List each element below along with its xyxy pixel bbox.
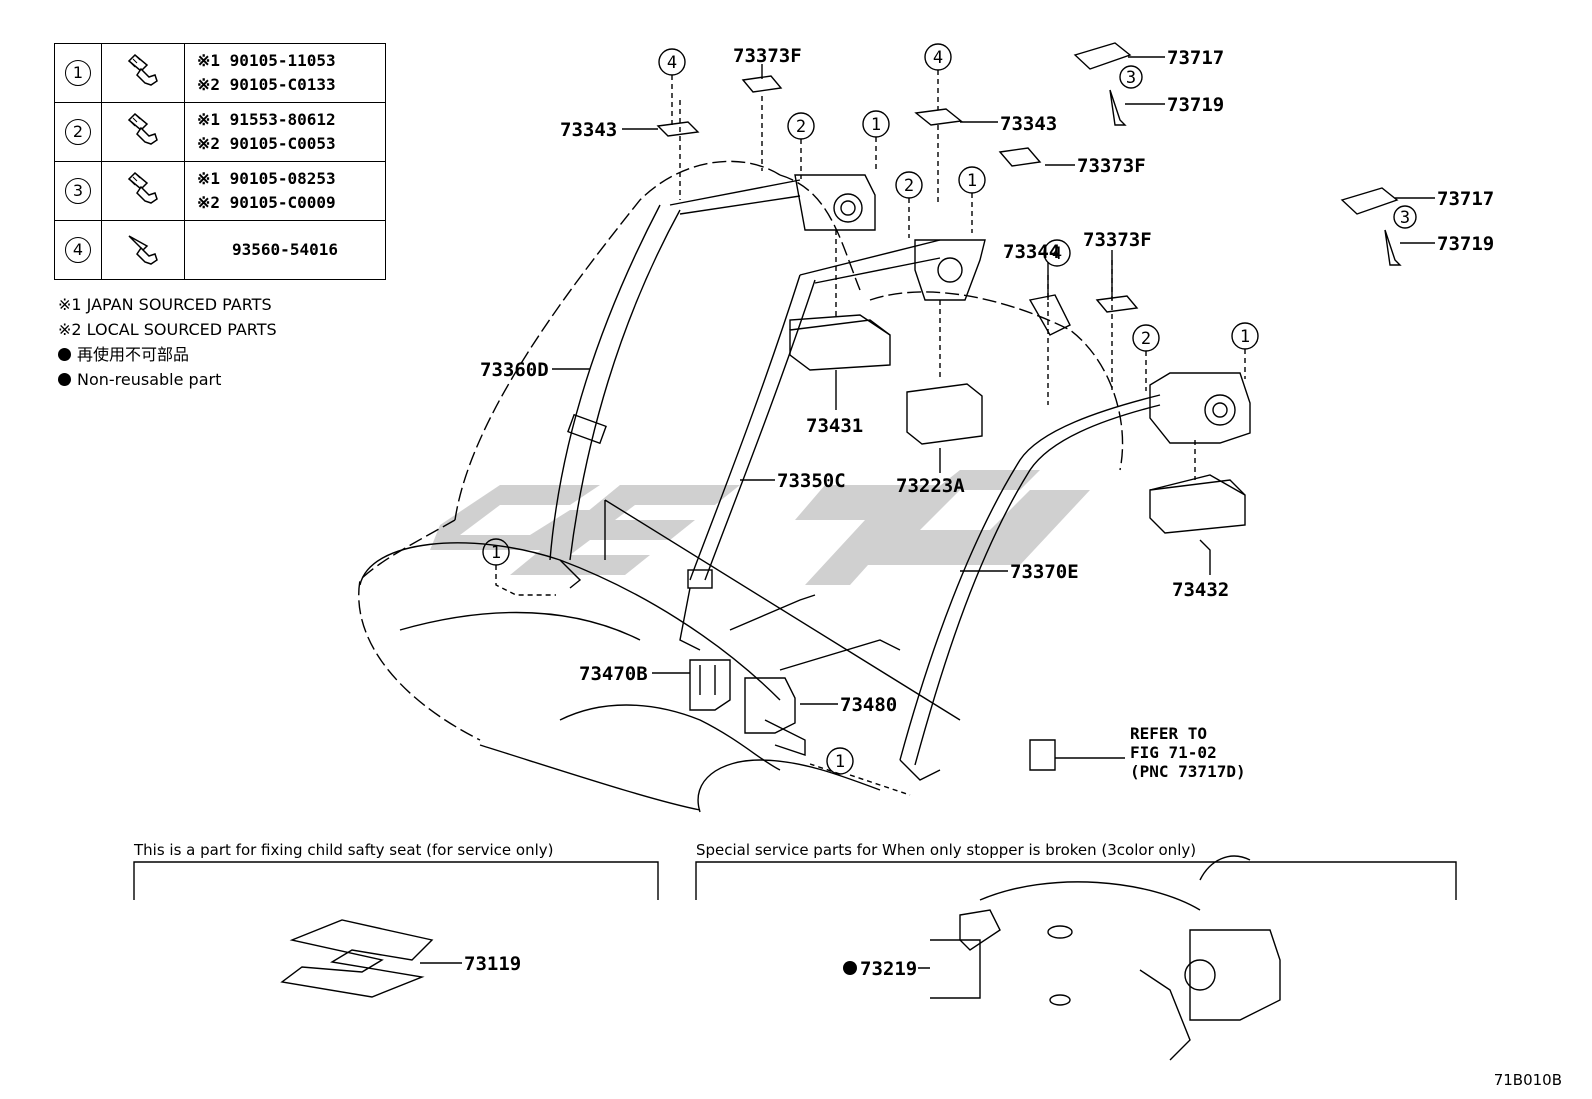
part-number: ※1 91553-80612 <box>197 110 336 129</box>
caption-stopper: Special service parts for When only stop… <box>696 841 1197 859</box>
ref-number: 2 <box>65 119 91 145</box>
svg-text:2: 2 <box>796 117 806 137</box>
svg-text:1: 1 <box>871 115 881 135</box>
label-73719: 73719 <box>1167 94 1224 116</box>
label-73373F: 73373F <box>733 45 802 67</box>
refer-note: REFER TO FIG 71-02 (PNC 73717D) <box>1130 724 1246 781</box>
callout-numbers: 4 4 3 2 1 2 1 4 2 1 3 1 1 <box>491 48 1410 772</box>
retractor-right <box>1149 372 1251 444</box>
label-73343: 73343 <box>560 119 617 141</box>
seat-outline <box>358 160 1124 741</box>
seat-cushion <box>359 499 961 813</box>
svg-text:1: 1 <box>967 171 977 191</box>
note-nonreuse-en: Non-reusable part <box>77 370 222 389</box>
label-73219: 73219 <box>860 958 917 980</box>
fastener-row-4: 4 93560-54016 <box>54 220 386 280</box>
dashed-leaders <box>495 70 1246 796</box>
buckle-73470B <box>689 659 731 711</box>
belt-73350C <box>679 239 941 651</box>
legend-notes: ※1 JAPAN SOURCED PARTS ※2 LOCAL SOURCED … <box>58 292 277 392</box>
part-labels: 73373F 73343 73343 73717 73719 73373F 73… <box>464 45 1494 980</box>
label-73344: 73344 <box>1003 241 1060 263</box>
bullet-icon <box>58 373 71 386</box>
buckle-73480 <box>729 594 901 756</box>
label-73719: 73719 <box>1437 233 1494 255</box>
label-73350C: 73350C <box>777 470 846 492</box>
label-73119: 73119 <box>464 953 521 975</box>
svg-text:4: 4 <box>933 48 943 68</box>
ref-number: 4 <box>65 237 91 263</box>
label-73373F: 73373F <box>1083 229 1152 251</box>
svg-text:3: 3 <box>1400 208 1410 228</box>
fastener-table: 1 ※1 90105-11053 ※2 90105-C0133 2 ※1 9155… <box>54 43 386 280</box>
label-73370E: 73370E <box>1010 561 1079 583</box>
svg-text:4: 4 <box>1052 244 1062 264</box>
refer-line: (PNC 73717D) <box>1130 762 1246 781</box>
label-73360D: 73360D <box>480 359 549 381</box>
label-leaders <box>420 56 1435 964</box>
cover-73223A <box>906 383 983 445</box>
svg-text:2: 2 <box>904 176 914 196</box>
part-number: ※1 90105-11053 <box>197 51 336 70</box>
ref-number: 1 <box>65 60 91 86</box>
label-73373F: 73373F <box>1077 155 1146 177</box>
cover-73431 <box>789 314 891 371</box>
label-73431: 73431 <box>806 415 863 437</box>
caption-child-seat: This is a part for fixing child safty se… <box>134 841 554 859</box>
label-73480: 73480 <box>840 694 897 716</box>
flange-bolt-icon <box>127 53 158 86</box>
note-local: ※2 LOCAL SOURCED PARTS <box>58 320 277 339</box>
bullet-icon <box>58 348 71 361</box>
fastener-row-1: 1 ※1 90105-11053 ※2 90105-C0133 <box>54 43 386 103</box>
label-73717: 73717 <box>1437 188 1494 210</box>
diagram-code: 71B010B <box>1493 1071 1562 1089</box>
small-parts <box>656 42 1402 771</box>
svg-text:4: 4 <box>667 53 677 73</box>
fastener-row-2: 2 ※1 91553-80612 ※2 90105-C0053 <box>54 102 386 162</box>
watermark-logo <box>430 470 1090 585</box>
part-number: ※2 90105-C0009 <box>197 193 336 212</box>
part-number: ※1 90105-08253 <box>197 169 336 188</box>
retractor-center <box>914 239 986 301</box>
svg-text:1: 1 <box>1240 327 1250 347</box>
flange-bolt-icon <box>127 171 158 204</box>
svg-text:3: 3 <box>1126 68 1136 88</box>
svg-text:1: 1 <box>835 752 845 772</box>
belt-73360D <box>549 179 801 589</box>
belt-73370E <box>899 394 1161 781</box>
tapping-screw-icon <box>128 235 158 265</box>
part-number: ※2 90105-C0133 <box>197 75 336 94</box>
refer-line: FIG 71-02 <box>1130 743 1217 762</box>
part-number: 93560-54016 <box>232 240 338 259</box>
retractor-left <box>794 174 876 231</box>
note-nonreuse-jp: 再使用不可部品 <box>77 345 190 364</box>
label-73432: 73432 <box>1172 579 1229 601</box>
cover-73432 <box>1149 474 1246 534</box>
bottom-box-right <box>695 855 1457 1061</box>
part-number: ※2 90105-C0053 <box>197 134 336 153</box>
label-73223A: 73223A <box>896 475 965 497</box>
refer-line: REFER TO <box>1130 724 1208 743</box>
svg-text:1: 1 <box>491 543 501 563</box>
bottom-box-left <box>133 861 659 998</box>
label-73470B: 73470B <box>579 663 648 685</box>
svg-text:2: 2 <box>1141 329 1151 349</box>
note-japan: ※1 JAPAN SOURCED PARTS <box>58 295 272 314</box>
ref-number: 3 <box>65 178 91 204</box>
label-73343: 73343 <box>1000 113 1057 135</box>
nonreusable-dot-icon <box>843 961 857 975</box>
label-73717: 73717 <box>1167 47 1224 69</box>
flange-bolt-icon <box>127 112 158 145</box>
